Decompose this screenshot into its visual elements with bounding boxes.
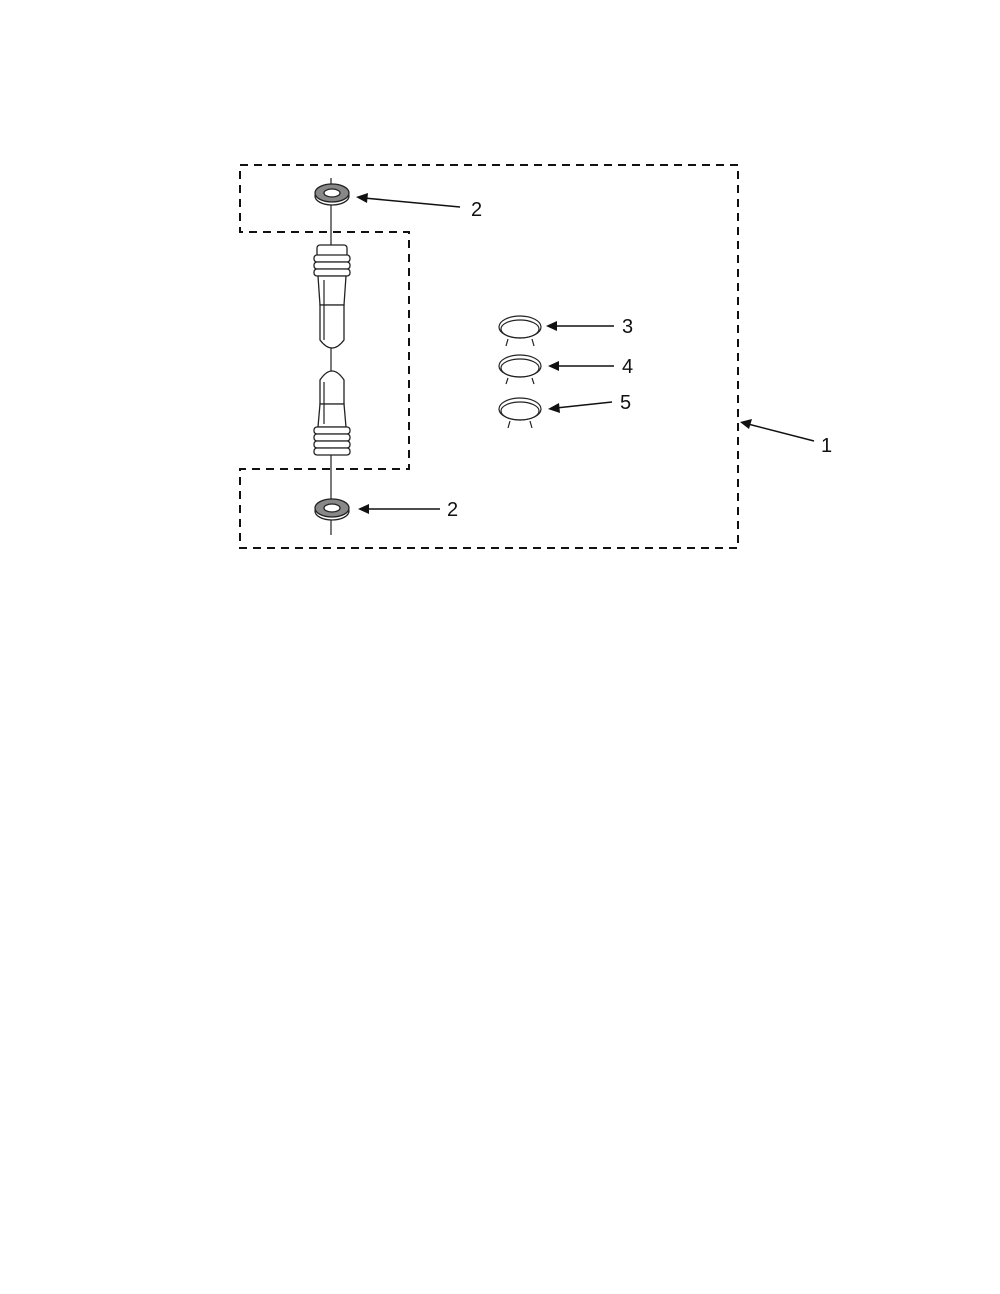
clamp-4 [498,354,542,385]
callout-2-top: 2 [471,199,482,221]
clamp-5 [498,397,542,429]
washer-bottom [314,498,350,521]
callout-4: 4 [622,356,633,378]
leader-washer-top [356,193,461,208]
callout-2-bottom: 2 [447,499,458,521]
kit-boundary [239,164,739,549]
callout-1: 1 [821,435,832,457]
leader-clamp-3 [546,321,614,331]
leader-clamp-4 [548,361,614,371]
callout-5: 5 [620,392,631,414]
leader-clamp-5 [548,401,613,413]
washer-top [314,183,350,206]
leader-washer-bottom [358,504,440,514]
clamp-3 [498,315,542,347]
callout-3: 3 [622,316,633,338]
leader-kit [740,419,815,442]
hose-end-upper [313,244,351,349]
hose-end-lower [313,370,351,456]
